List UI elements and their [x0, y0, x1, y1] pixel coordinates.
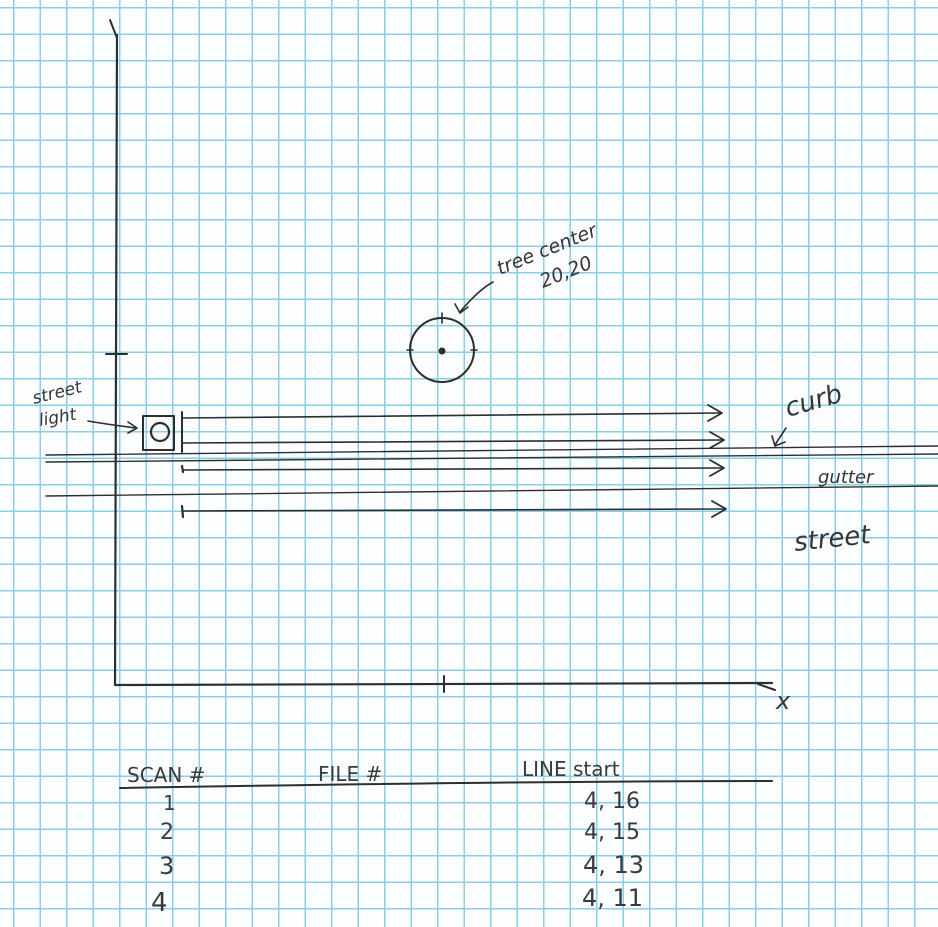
curb-label: curb: [782, 379, 846, 424]
street-light-label-line1: street: [30, 377, 85, 409]
table-header-scan: SCAN #: [127, 763, 205, 787]
axes: x: [105, 19, 791, 715]
gutter-label: gutter: [818, 467, 875, 488]
tree: tree center 20,20: [406, 219, 601, 383]
scan-line-4-arrow: [711, 500, 727, 518]
curb-pointer-head: [771, 435, 786, 447]
scan-line-2: [181, 439, 723, 444]
table-row-1-scan: 1: [163, 791, 176, 815]
scan-line-3: [182, 467, 723, 471]
street-light-pointer-head: [127, 421, 138, 434]
tree-label-pointer: [459, 281, 494, 313]
scan-table: SCAN # FILE # LINE start 1 4, 16 2 4, 15…: [119, 757, 773, 918]
scan-line-4: [182, 508, 725, 512]
table-row-4-start: 4, 11: [582, 884, 643, 912]
curb-line-upper: [45, 445, 938, 456]
gutter-line: [45, 485, 938, 497]
y-axis-arrow-tick: [109, 19, 118, 39]
street-light-label-line2: light: [37, 404, 79, 430]
street-label: street: [793, 520, 873, 558]
x-axis-arrow-tick: [757, 683, 776, 691]
street-light: street light: [30, 377, 175, 451]
table-header-file: FILE #: [318, 762, 382, 786]
table-row-3-start: 4, 13: [583, 851, 644, 879]
table-row-4-scan: 4: [151, 888, 168, 918]
street-light-symbol: [149, 421, 171, 443]
street-light-box: [142, 415, 175, 451]
scan-line-1-arrow: [707, 404, 723, 422]
scan-line-2-arrow: [709, 431, 725, 449]
x-axis-label: x: [775, 687, 791, 715]
y-axis: [113, 33, 119, 687]
table-header-rule: [119, 780, 773, 789]
table-row-3-scan: 3: [159, 852, 174, 880]
tree-center-dot: [438, 347, 446, 355]
table-row-2-scan: 2: [160, 820, 174, 845]
table-row-2-start: 4, 15: [584, 820, 640, 845]
tree-label-pointer-head: [454, 303, 469, 314]
scan-line-1: [181, 412, 721, 419]
table-row-1-start: 4, 16: [584, 789, 640, 814]
scan-lines: [180, 404, 727, 519]
x-axis: [113, 681, 774, 687]
table-header-line-start: LINE start: [522, 757, 620, 781]
curb-line-lower: [45, 453, 938, 463]
scan-line-3-arrow: [709, 459, 725, 477]
scan-line-3-tick: [180, 464, 185, 474]
curb-pointer: [774, 427, 787, 446]
street-light-pointer: [87, 420, 137, 429]
